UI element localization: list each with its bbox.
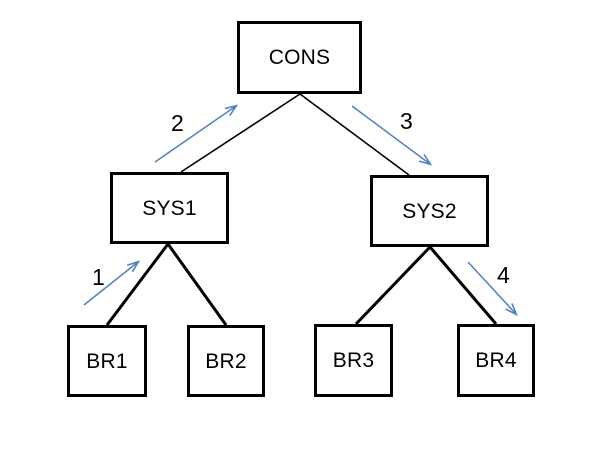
connector-sys1-to-br1 xyxy=(105,243,170,326)
node-label-sys2: SYS2 xyxy=(402,199,457,223)
connector-sys1-to-br2 xyxy=(166,243,228,326)
tree-connector-lines xyxy=(105,93,498,326)
node-label-br4: BR4 xyxy=(475,349,517,372)
arrow-number-4: 4 xyxy=(497,262,510,288)
arrow-4 xyxy=(467,261,516,314)
node-br2[interactable]: BR2 xyxy=(187,325,265,397)
node-label-cons: CONS xyxy=(268,46,331,69)
node-sys2[interactable]: SYS2 xyxy=(370,175,489,247)
node-br1[interactable]: BR1 xyxy=(67,325,147,397)
node-sys1[interactable]: SYS1 xyxy=(110,172,229,244)
node-label-br3: BR3 xyxy=(332,349,375,372)
arrow-3 xyxy=(351,105,430,164)
node-label-sys1: SYS1 xyxy=(142,196,197,220)
connector-sys2-to-br4 xyxy=(428,246,498,325)
node-br3[interactable]: BR3 xyxy=(314,324,393,397)
arrow-number-1: 1 xyxy=(92,264,105,290)
node-label-br2: BR2 xyxy=(205,349,247,373)
connector-cons-to-sys2 xyxy=(299,93,410,176)
arrow-2 xyxy=(154,106,236,163)
connector-sys2-to-br3 xyxy=(354,245,432,326)
arrow-number-3: 3 xyxy=(400,108,413,134)
arrow-1 xyxy=(83,262,138,306)
node-br4[interactable]: BR4 xyxy=(457,324,535,397)
sequence-arrows xyxy=(83,105,516,314)
connector-cons-to-sys1 xyxy=(180,93,301,173)
node-cons[interactable]: CONS xyxy=(237,21,362,94)
node-label-br1: BR1 xyxy=(86,349,128,373)
arrow-number-2: 2 xyxy=(171,110,184,136)
